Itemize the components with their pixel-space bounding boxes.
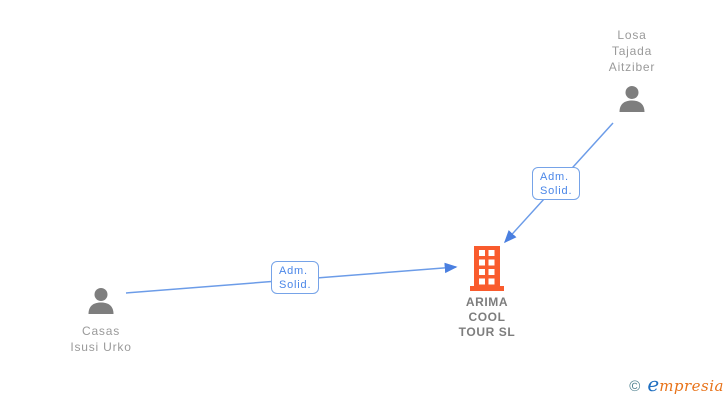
person-name-line: Losa	[617, 28, 647, 42]
edge-label-line: Solid.	[279, 279, 312, 291]
edge-label-line: Adm.	[279, 265, 308, 277]
empresia-logo[interactable]: © empresia	[629, 374, 724, 395]
node-company-arima-cool-tour-sl[interactable]: ARIMA COOL TOUR SL	[427, 246, 547, 340]
person-name-line: Tajada	[611, 44, 653, 58]
edge-label-top: Adm. Solid.	[532, 167, 580, 200]
person-name-line: Isusi Urko	[70, 340, 132, 354]
edge-label-bottom: Adm. Solid.	[271, 261, 319, 294]
person-icon	[619, 86, 645, 112]
copyright-icon: ©	[629, 378, 641, 395]
building-icon	[470, 246, 504, 291]
brand-wordmark: empresia	[647, 374, 724, 395]
company-name-line: ARIMA	[465, 295, 509, 309]
person-name: Losa Tajada Aitziber	[609, 27, 655, 75]
node-person-losa-tajada-aitziber[interactable]: Losa Tajada Aitziber	[572, 27, 692, 112]
person-name-line: Aitziber	[608, 60, 656, 74]
company-name: ARIMA COOL TOUR SL	[459, 295, 516, 340]
edge-label-line: Solid.	[540, 185, 573, 197]
brand-initial: e	[647, 372, 660, 396]
node-person-casas-isusi-urko[interactable]: Casas Isusi Urko	[41, 288, 161, 355]
person-name: Casas Isusi Urko	[70, 323, 131, 355]
company-name-line: TOUR SL	[458, 325, 516, 339]
person-icon	[88, 288, 114, 314]
brand-rest: mpresia	[659, 377, 724, 395]
person-name-line: Casas	[81, 324, 120, 338]
edge-label-line: Adm.	[540, 171, 569, 183]
company-name-line: COOL	[468, 310, 506, 324]
